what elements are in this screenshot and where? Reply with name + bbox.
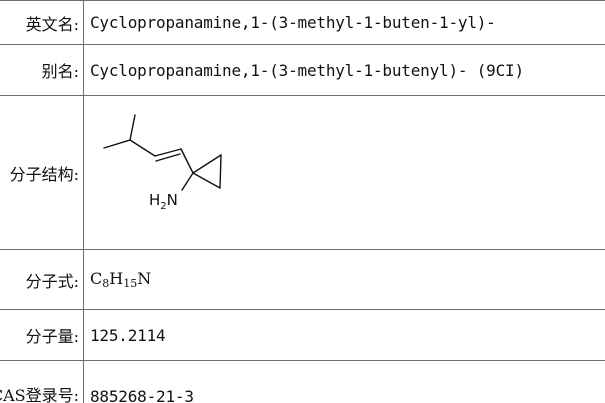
amine-group-label: H2N xyxy=(149,191,178,212)
bond-methyl-a xyxy=(103,138,131,149)
row-english-name: 英文名: Cyclopropanamine,1-(3-methyl-1-bute… xyxy=(0,0,605,45)
ring-bond-a xyxy=(192,153,222,174)
molecular-weight-value: 125.2114 xyxy=(83,309,605,361)
row-structure: 分子结构: H2N xyxy=(0,95,605,250)
bond-ch-ch xyxy=(129,138,156,157)
ring-bond-c xyxy=(192,171,221,189)
molecular-structure-diagram: H2N xyxy=(103,113,222,212)
row-cas: CAS登录号: 885268-21-3 xyxy=(0,360,605,403)
cas-value: 885268-21-3 xyxy=(83,360,605,403)
english-name-label: 英文名: xyxy=(0,0,84,45)
row-molecular-weight: 分子量: 125.2114 xyxy=(0,309,605,361)
english-name-value: Cyclopropanamine,1-(3-methyl-1-buten-1-y… xyxy=(83,0,605,45)
bond-double-1 xyxy=(154,147,182,157)
molecular-weight-label: 分子量: xyxy=(0,309,84,361)
cas-label: CAS登录号: xyxy=(0,360,84,403)
bond-to-amine xyxy=(181,171,194,191)
alias-label: 别名: xyxy=(0,44,84,96)
structure-label: 分子结构: xyxy=(0,95,84,250)
bond-methyl-b xyxy=(129,113,136,141)
ring-bond-b xyxy=(219,153,222,189)
structure-cell: H2N xyxy=(83,95,605,250)
bond-double-2 xyxy=(155,152,181,162)
formula-label: 分子式: xyxy=(0,249,84,310)
row-formula: 分子式: C8H15N xyxy=(0,249,605,310)
bond-to-ring xyxy=(180,147,194,174)
formula-value: C8H15N xyxy=(83,249,605,310)
alias-value: Cyclopropanamine,1-(3-methyl-1-butenyl)-… xyxy=(83,44,605,96)
row-alias: 别名: Cyclopropanamine,1-(3-methyl-1-buten… xyxy=(0,44,605,96)
structure-bonds xyxy=(103,113,222,191)
